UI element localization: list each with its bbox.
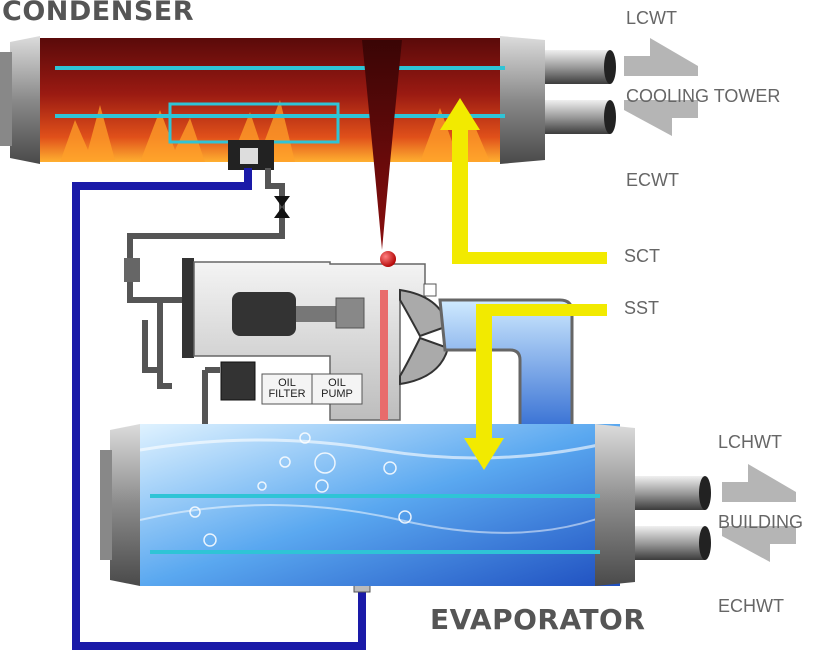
impeller-lower	[400, 338, 448, 384]
lcwt-arrow	[624, 38, 698, 76]
building-label: BUILDING	[718, 512, 803, 533]
evaporator-left-cap	[110, 424, 140, 586]
evaporator-pipe-bottom-end	[699, 526, 711, 560]
motor-shaft	[296, 306, 336, 322]
evaporator-left-flange	[100, 450, 112, 560]
motor-endplate	[182, 258, 194, 358]
oil-filter-label: OIL FILTER	[262, 378, 312, 400]
oil-filter-label-line2: FILTER	[262, 389, 312, 400]
condenser-left-flange	[0, 52, 12, 146]
liquid-outlet	[228, 140, 274, 170]
sct-sensor	[380, 251, 396, 267]
liquid-trap-window	[240, 148, 258, 164]
oil-pump-label-line2: PUMP	[312, 389, 362, 400]
lchwt-label: LCHWT	[718, 432, 782, 453]
condenser-pipe-top-end	[604, 50, 616, 84]
expansion-valve	[274, 196, 290, 218]
echwt-label: ECHWT	[718, 596, 784, 617]
motor-rotor	[232, 292, 296, 336]
oil-filter-housing	[221, 362, 255, 400]
evaporator-pipe-top	[635, 476, 705, 510]
evaporator-title: EVAPORATOR	[430, 603, 645, 636]
ecwt-label: ECWT	[626, 170, 679, 191]
condenser-pipe-top	[545, 50, 610, 84]
lchwt-arrow	[722, 464, 796, 502]
evaporator-pipe-bottom	[635, 526, 705, 560]
condenser-title: CONDENSER	[2, 0, 194, 27]
sst-label: SST	[624, 298, 659, 319]
condenser	[0, 36, 616, 250]
condenser-left-cap	[10, 36, 40, 164]
bearing	[336, 298, 364, 328]
impeller-disk	[380, 290, 388, 420]
inlet-vane	[424, 284, 436, 296]
condenser-right-cap	[500, 36, 545, 164]
oil-reservoir	[124, 258, 140, 282]
evaporator-pipe-top-end	[699, 476, 711, 510]
suction-pipe	[440, 300, 572, 440]
condenser-pipe-bottom-end	[604, 100, 616, 134]
evaporator-shell	[140, 424, 620, 586]
condenser-pipe-bottom	[545, 100, 610, 134]
evaporator-right-cap	[595, 424, 635, 586]
cooling-tower-label: COOLING TOWER	[626, 86, 780, 107]
sct-label: SCT	[624, 246, 660, 267]
lcwt-label: LCWT	[626, 8, 677, 29]
oil-pump-label: OIL PUMP	[312, 378, 362, 400]
